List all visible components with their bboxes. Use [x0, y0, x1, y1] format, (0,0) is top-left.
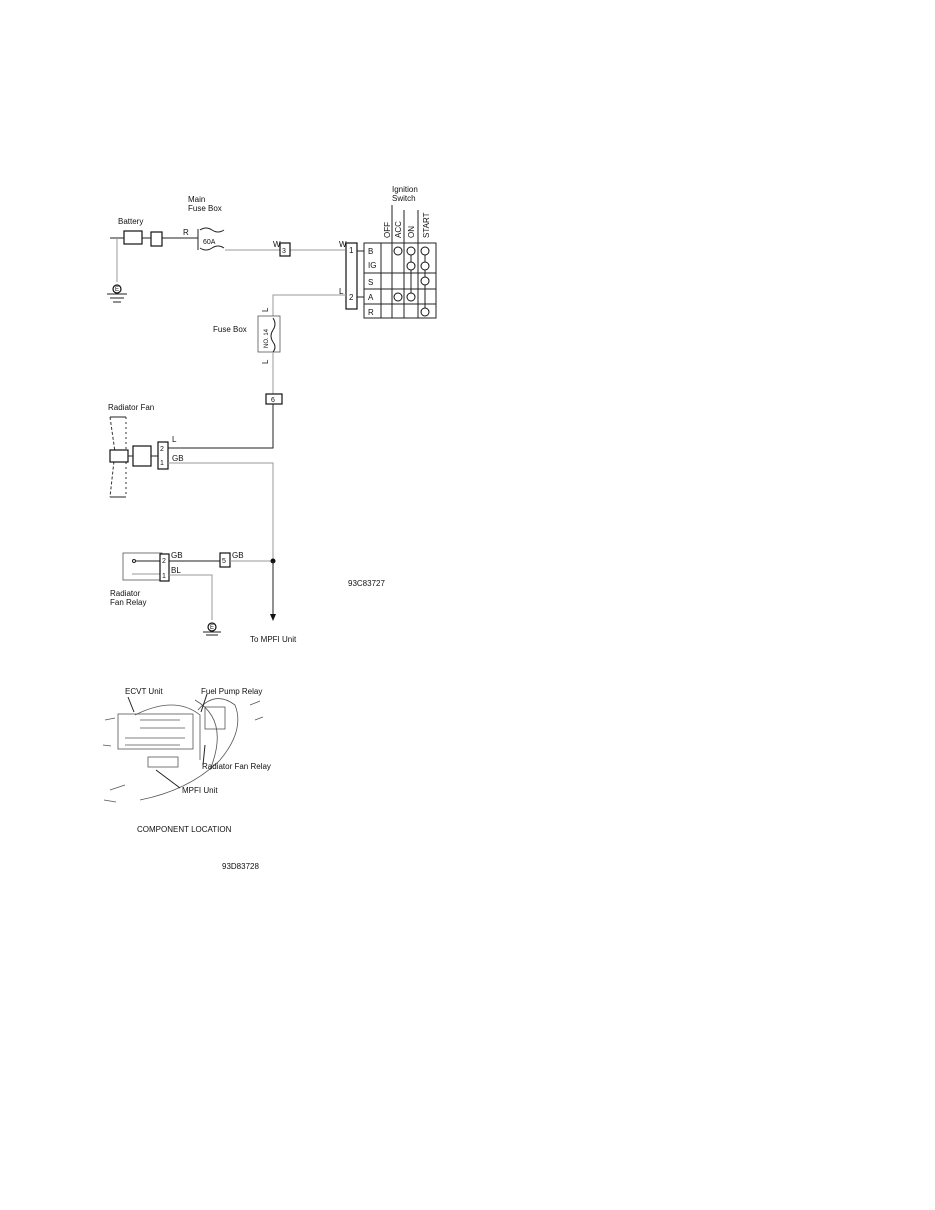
fan-connector — [157, 441, 169, 470]
diagram-label: GB — [171, 551, 183, 560]
diagram-label: START — [422, 212, 431, 238]
component-location-illustration — [102, 693, 264, 803]
main-fuse-box-label: Main — [188, 195, 205, 204]
diagram-label: BL — [171, 566, 181, 575]
battery-symbol — [110, 230, 198, 282]
mpfi-unit-label: MPFI Unit — [182, 786, 218, 795]
connector-5 — [219, 552, 231, 568]
diagram-label: E — [210, 625, 214, 631]
wire-color-l: L — [339, 287, 344, 296]
diagram-label: E — [115, 287, 119, 293]
diagram-label: L — [261, 359, 270, 364]
fuse-box: NO. 14 — [257, 315, 281, 353]
diagram-label: 1 — [160, 460, 164, 467]
radiator-fan-relay-icon — [122, 552, 163, 581]
diagram-label: ACC — [394, 221, 403, 238]
diagram-label: 1 — [349, 246, 354, 255]
diagram-label: L — [261, 307, 270, 312]
wire-color-w: W — [273, 240, 281, 249]
arrow-down-icon — [270, 614, 276, 621]
diagram-label: OFF — [383, 222, 392, 238]
radiator-fan-label: Radiator Fan — [108, 403, 154, 412]
diagram-label: B — [368, 247, 373, 256]
diagram-label: NO. 14 — [264, 328, 270, 348]
fuse-rating: 60A — [203, 239, 216, 246]
ignition-switch-table: OFF ACC ON START B IG S A R — [363, 205, 437, 319]
ignition-connector — [345, 242, 358, 310]
diagram-label: 2 — [349, 293, 354, 302]
ecvt-unit-label: ECVT Unit — [125, 687, 163, 696]
to-mpfi-label: To MPFI Unit — [250, 635, 297, 644]
fuel-pump-relay-label: Fuel Pump Relay — [201, 687, 262, 696]
diagram-label: R — [368, 308, 374, 317]
ignition-switch-label-2: Switch — [392, 194, 416, 203]
diagram-label: A — [368, 293, 374, 302]
connector-6 — [265, 393, 283, 405]
wire-color-r: R — [183, 228, 189, 237]
radiator-fan-icon — [109, 416, 158, 498]
battery-label: Battery — [118, 217, 143, 226]
figure-code: 93C83727 — [348, 579, 385, 588]
radiator-fan-relay-location-label: Radiator Fan Relay — [202, 762, 271, 771]
ground-icon-2: E — [203, 622, 221, 636]
diagram-label: IG — [368, 261, 376, 270]
ignition-switch-label: Ignition — [392, 185, 418, 194]
radiator-fan-relay-label: Radiator — [110, 589, 141, 598]
main-fuse-box: 60A — [197, 227, 225, 251]
ground-icon: E — [107, 284, 127, 303]
diagram-label: 6 — [271, 397, 275, 404]
diagram-label: GB — [172, 454, 184, 463]
diagram-label: 1 — [162, 573, 166, 580]
diagram-label: GB — [232, 551, 244, 560]
connector-3 — [279, 242, 291, 257]
main-fuse-box-label-2: Fuse Box — [188, 204, 222, 213]
radiator-fan-relay-label-2: Fan Relay — [110, 598, 146, 607]
diagram-label: ON — [407, 226, 416, 238]
diagram-label: 2 — [162, 558, 166, 565]
diagram-label: S — [368, 278, 373, 287]
diagram-label: 3 — [282, 248, 286, 255]
component-location-title: COMPONENT LOCATION — [137, 825, 232, 834]
diagram-label: L — [172, 435, 177, 444]
wire-color-w-2: W — [339, 240, 347, 249]
relay-connector — [159, 553, 170, 582]
figure-code-2: 93D83728 — [222, 862, 259, 871]
fuse-box-label: Fuse Box — [213, 325, 247, 334]
diagram-label: 2 — [160, 446, 164, 453]
diagram-label: 5 — [222, 558, 226, 565]
